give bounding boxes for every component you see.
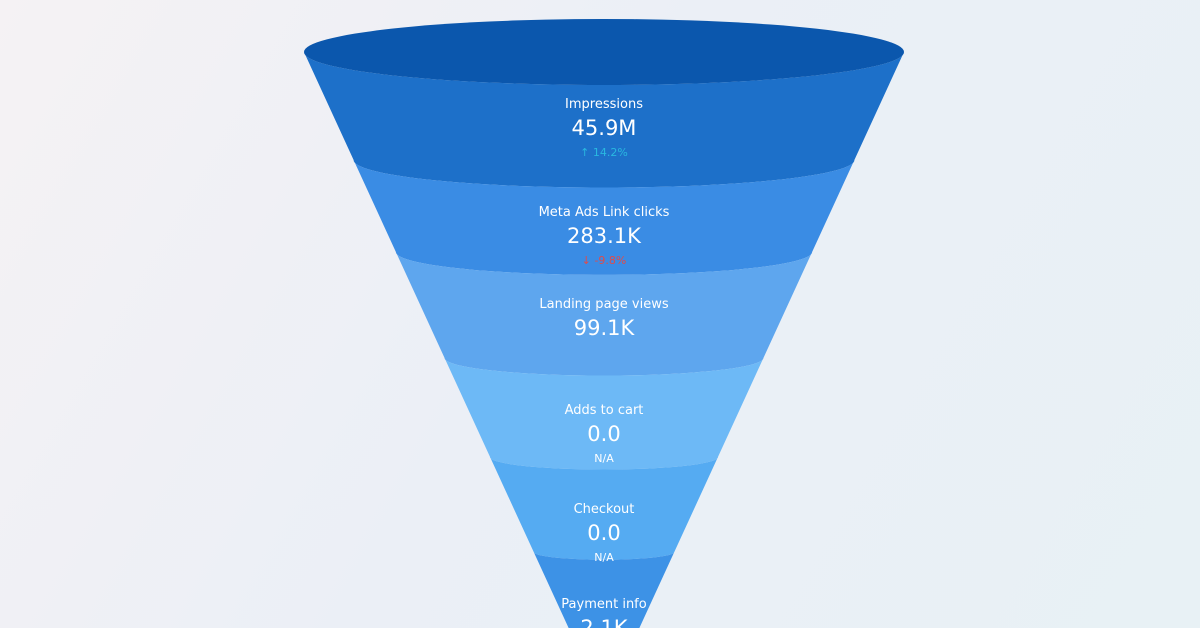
stage-label: Checkout (574, 502, 635, 517)
stage-value: 0.0 (587, 422, 620, 446)
stage-change: N/A (594, 551, 614, 564)
stage-label: Meta Ads Link clicks (539, 205, 670, 220)
stage-label: Payment info (561, 597, 646, 612)
stage-value: 2.1K (580, 616, 628, 628)
funnel-stage-checkout (490, 457, 718, 560)
stage-value: 45.9M (572, 116, 637, 140)
stage-label: Impressions (565, 97, 643, 112)
stage-change: ↓ -9.8% (582, 254, 627, 267)
funnel-stage-meta-ads-link-clicks (353, 160, 855, 275)
funnel-labels: Impressions 45.9M ↑ 14.2% Meta Ads Link cli… (539, 97, 670, 628)
funnel-stages (304, 52, 904, 628)
stage-label: Adds to cart (565, 403, 644, 418)
stage-change: ↑ 14.2% (580, 146, 628, 159)
funnel-stage-impressions (304, 52, 904, 188)
stage-change: N/A (594, 452, 614, 465)
funnel-stage-payment-info (533, 552, 675, 628)
stage-value: 0.0 (587, 521, 620, 545)
funnel-stage-landing-page-views (395, 252, 813, 376)
stage-value: 99.1K (574, 316, 636, 340)
funnel-stage-adds-to-cart (444, 358, 764, 470)
stage-label: Landing page views (539, 297, 668, 312)
stage-value: 283.1K (567, 224, 642, 248)
funnel-top-rim (304, 19, 904, 85)
